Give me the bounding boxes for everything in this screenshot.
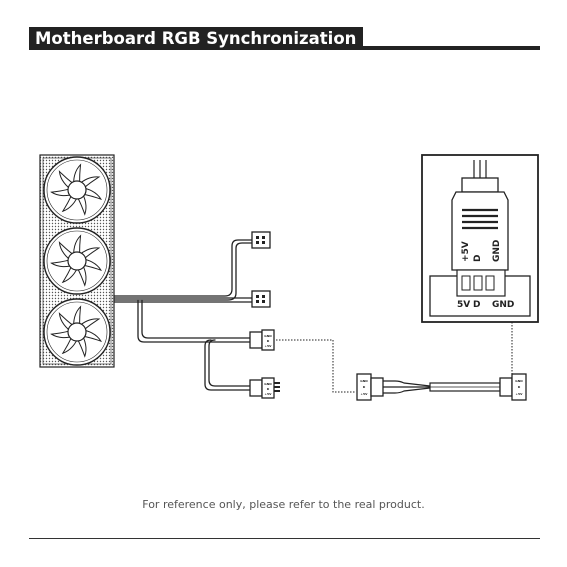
header-pin-d-label: D [473,300,480,310]
tiny-label: +5V [265,392,273,396]
pwm-connector-bottom [252,291,270,307]
tiny-label: GND [264,334,272,338]
tiny-label: GND [360,379,368,383]
motherboard-header-callout: +5V D GND 5V D GND [422,155,538,322]
argb-extension-cable: GND D +5V GND D +5V [357,374,526,400]
fan-2 [44,228,110,294]
fan-1 [44,157,110,223]
plug-pin-5v-label: +5V [461,241,471,262]
tiny-label: +5V [516,392,524,396]
fan-group [44,157,110,365]
plug-pin-gnd-label: GND [492,240,502,262]
plug-pin-d-label: D [473,255,483,262]
header-pin-gnd-label: GND [492,300,514,310]
bottom-divider [29,538,540,539]
tiny-label: +5V [265,344,273,348]
reference-footnote: For reference only, please refer to the … [0,498,567,511]
fan-cables [114,240,252,390]
argb-connector-upper: GND D +5V [250,330,274,350]
pwm-connector-top [252,232,270,248]
header-pin-5v-label: 5V [457,300,470,310]
tiny-label: GND [264,382,272,386]
tiny-label: GND [515,379,523,383]
argb-connector-lower: GND D +5V [250,378,280,398]
fan-3 [44,299,110,365]
tiny-label: +5V [361,392,369,396]
